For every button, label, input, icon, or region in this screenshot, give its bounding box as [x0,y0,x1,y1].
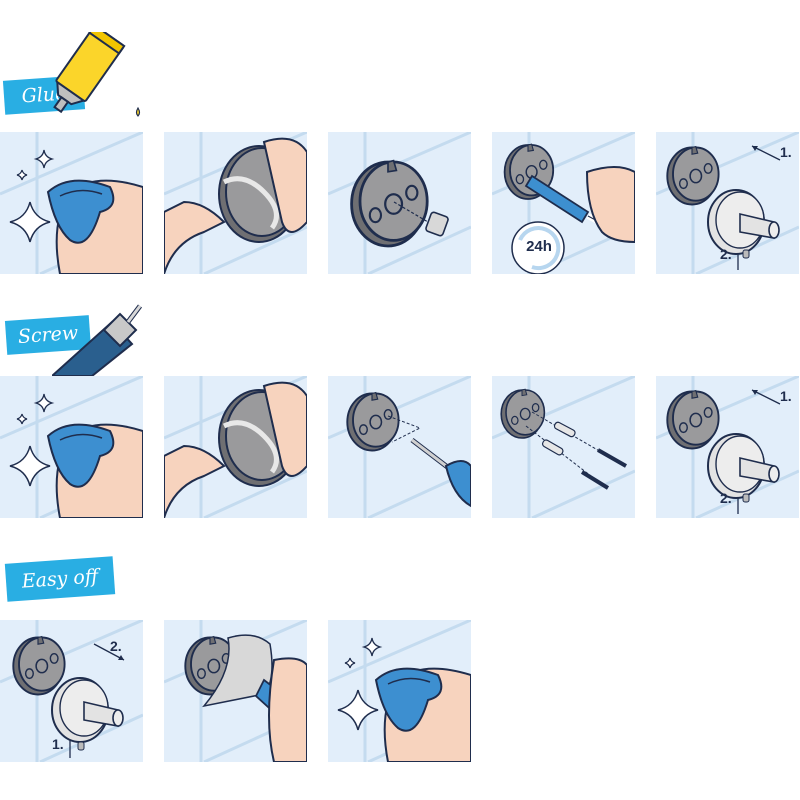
peel-film-icon [164,132,307,274]
adapter-plug-icon [328,132,471,274]
hook-mount-icon [656,132,799,274]
step-glue-insert-adapter [328,132,471,274]
glue-tube-icon [53,32,141,117]
step-glue-remove-film [164,132,307,274]
step-annotation-2: 2. [720,246,732,262]
step-glue-apply-wait: 24h [492,132,635,274]
cloth-wipe-icon [0,376,143,518]
step-screw-drill-holes [328,376,471,518]
section-label-text: Easy off [21,565,99,593]
step-annotation-1: 1. [780,388,792,404]
scraper-icon [164,620,307,762]
step-annotation-2: 2. [720,490,732,506]
step-screw-clean-surface [0,376,143,518]
step-annotation-1: 1. [52,736,64,752]
hook-unmount-icon [0,620,143,762]
step-glue-clean-surface [0,132,143,274]
cloth-wipe-icon [328,620,471,762]
step-easyoff-scrape [164,620,307,762]
section-label-easy-off: Easy off [4,556,116,602]
step-annotation-2: 2. [110,638,122,654]
24h-badge: 24h [526,238,552,255]
step-annotation-1: 1. [780,144,792,160]
step-screw-insert-dowels [492,376,635,518]
cloth-wipe-icon [0,132,143,274]
step-easyoff-clean-surface [328,620,471,762]
step-easyoff-unmount: 2. 1. [0,620,143,762]
glue-syringe-icon [492,132,635,274]
step-screw-mount-fixture: 1. 2. [656,376,799,518]
peel-film-icon [164,376,307,518]
step-glue-mount-fixture: 1. 2. [656,132,799,274]
drill-bit-icon [328,376,471,518]
hook-mount-icon [656,376,799,518]
step-screw-remove-film [164,376,307,518]
screws-dowels-icon [492,376,635,518]
drill-icon [52,304,142,376]
